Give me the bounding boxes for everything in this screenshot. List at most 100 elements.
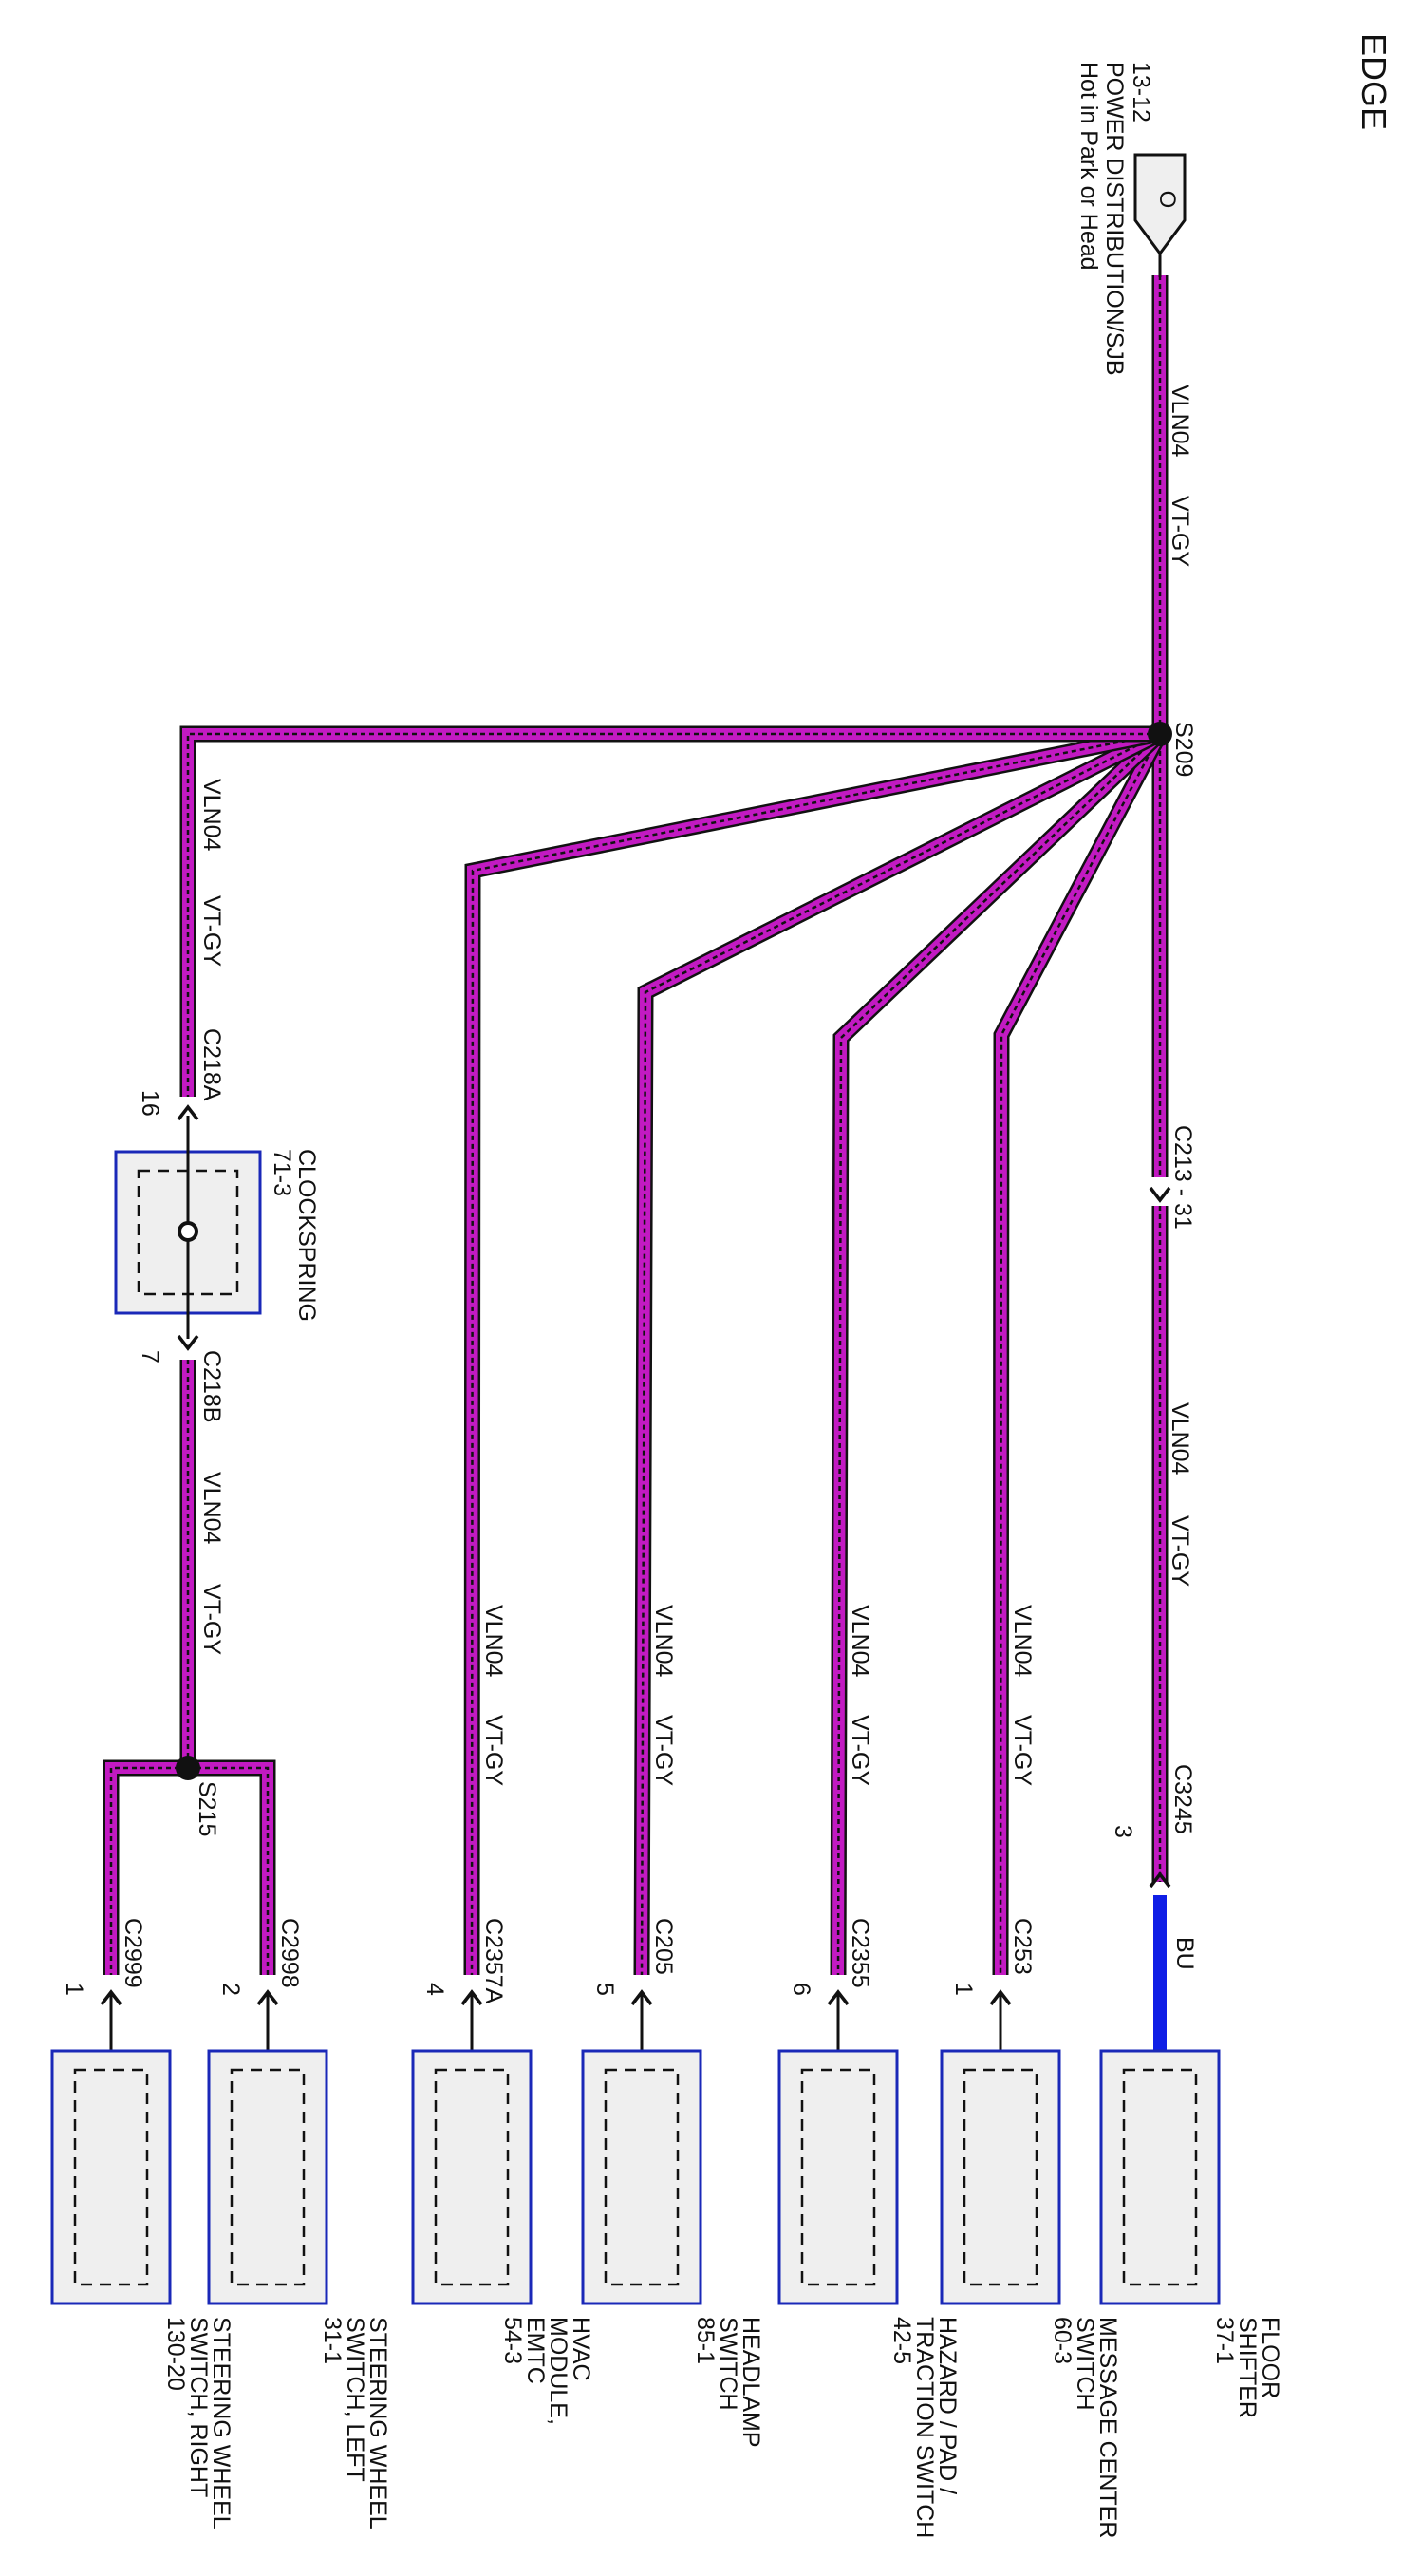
module-message-center-inner (963, 2068, 1038, 2286)
module-name-1-line-0: MESSAGE CENTER (1094, 2317, 1121, 2538)
branch-wire-headlamp-core (640, 732, 1161, 1976)
splice-s209 (1148, 722, 1172, 746)
module-hvac-inner (434, 2068, 510, 2286)
module-name-5-line-2: 31-1 (319, 2317, 346, 2364)
connector-c2357a (460, 1989, 483, 2006)
connector-c3245 (1149, 1871, 1171, 1889)
branch-2-pin: 6 (788, 1983, 814, 1996)
module-name-2-line-0: HAZARD / PAD / (934, 2317, 961, 2494)
branch-wire-steering-right-core (109, 1766, 188, 1975)
branch-wire-steering-upper-outline (179, 725, 1160, 1097)
module-steering-wheel-switch-right (50, 2049, 172, 2305)
source-ref: 13-12 (1128, 62, 1154, 122)
branch-0-connector: C3245 (1169, 1764, 1196, 1834)
module-name-6-line-0: STEERING WHEEL (208, 2317, 234, 2529)
splice-s215-label: S215 (194, 1781, 220, 1836)
steering-lower-circuit: VLN04 (198, 1472, 225, 1545)
branch-4-pin: 4 (421, 1983, 448, 1996)
branch-wire-message-center-insulation (995, 731, 1166, 1976)
branch-wire-headlamp (633, 726, 1164, 1976)
module-steering-wheel-switch-right-inner (73, 2068, 149, 2286)
inline-connector-label: C213 - 31 (1169, 1125, 1196, 1230)
branch-4-circuit: VLN04 (480, 1605, 507, 1678)
module-steering-wheel-switch-left-body (207, 2049, 328, 2305)
power-source-symbol: O (1133, 153, 1187, 256)
splice-s209-label: S209 (1170, 722, 1197, 777)
module-name-3-line-2: 85-1 (692, 2317, 719, 2364)
module-name-0-line-2: 37-1 (1211, 2317, 1238, 2364)
module-headlamp-body (581, 2049, 702, 2305)
branch-wire-headlamp-outline (633, 726, 1164, 1976)
module-hvac (411, 2049, 533, 2305)
module-name-3-line-1: SWITCH (715, 2317, 741, 2411)
steering-lower-color-code: VT-GY (198, 1584, 225, 1655)
connector-c218b (177, 1334, 199, 1351)
branch-5-pin: 2 (217, 1983, 244, 1996)
branch-6-pin: 1 (61, 1983, 87, 1996)
module-hazard-pad-inner (800, 2068, 876, 2286)
module-name-1-line-2: 60-3 (1049, 2317, 1075, 2364)
module-hvac-body (411, 2049, 533, 2305)
branch-wire-hvac-core (470, 732, 1161, 1976)
module-name-6-line-2: 130-20 (162, 2317, 189, 2391)
branch-wire-hazard-pad-core (836, 733, 1161, 1976)
blue-wire-segment (1153, 1895, 1167, 2053)
module-name-4-line-3: 54-3 (499, 2317, 526, 2364)
module-message-center-body (940, 2049, 1061, 2305)
module-message-center (940, 2049, 1061, 2305)
source-glyph: O (1154, 191, 1180, 209)
branch-wire-message-center-outline (992, 730, 1168, 1976)
branch-0-color-code: VT-GY (1167, 1515, 1193, 1587)
clockspring-in-pin: 16 (137, 1090, 163, 1117)
branch-1-circuit: VLN04 (1009, 1605, 1036, 1678)
branch-1-pin: 1 (950, 1983, 977, 1996)
page-title: EDGE (1355, 33, 1393, 130)
module-name-4-line-1: MODULE, (545, 2317, 571, 2425)
clockspring-out-pin: 7 (137, 1350, 163, 1363)
connector-c218a (177, 1104, 199, 1121)
module-name-0-line-1: SHIFTER (1234, 2317, 1261, 2418)
branch-3-connector: C205 (650, 1918, 677, 1975)
steering-upper-color-code: VT-GY (198, 895, 225, 967)
module-name-1-line-1: SWITCH (1072, 2317, 1098, 2411)
branch-wire-hvac (463, 725, 1162, 1976)
module-floor-shifter-inner (1122, 2068, 1198, 2286)
splice-s215 (176, 1756, 200, 1780)
branch-4-color-code: VT-GY (480, 1715, 507, 1786)
module-headlamp-inner (604, 2068, 680, 2286)
module-name-5-line-1: SWITCH, LEFT (342, 2317, 368, 2482)
branch-0-circuit: VLN04 (1167, 1402, 1193, 1476)
branch-wire-steering-left (188, 1759, 276, 1975)
trunk-color-code: VT-GY (1167, 496, 1193, 567)
branch-2-connector: C2355 (847, 1918, 873, 1988)
branch-wire-steering-upper-insulation (182, 728, 1160, 1097)
branch-2-color-code: VT-GY (847, 1715, 873, 1786)
branch-3-pin: 5 (591, 1983, 618, 1996)
branch-1-connector: C253 (1009, 1918, 1036, 1975)
clockspring-contact (178, 1221, 198, 1242)
branch-wire-steering-upper (179, 725, 1160, 1097)
module-floor-shifter-body (1099, 2049, 1221, 2305)
branch-1-color-code: VT-GY (1009, 1715, 1036, 1786)
connector-c2999 (100, 1989, 122, 2006)
steering-upper-circuit: VLN04 (198, 779, 225, 852)
module-name-5-line-0: STEERING WHEEL (365, 2317, 391, 2529)
inline-connector-c213 (1149, 1186, 1171, 1203)
module-name-6-line-1: SWITCH, RIGHT (185, 2317, 212, 2497)
branch-0-pin: 3 (1110, 1825, 1136, 1838)
connector-c2998 (256, 1989, 279, 2006)
branch-wire-message-center (992, 730, 1168, 1976)
module-name-3-line-0: HEADLAMP (738, 2317, 764, 2448)
branch-4-connector: C2357A (480, 1918, 507, 2004)
module-steering-wheel-switch-left-inner (230, 2068, 306, 2286)
module-name-4-line-0: HVAC (568, 2317, 594, 2381)
branch-wire-steering-upper-core (186, 732, 1160, 1097)
branch-wire-message-center-core (999, 733, 1162, 1976)
branch-3-color-code: VT-GY (650, 1715, 677, 1786)
clockspring-out-connector: C218B (198, 1350, 225, 1422)
tail-color-label: BU (1171, 1937, 1198, 1970)
branch-wire-headlamp-insulation (636, 728, 1163, 1976)
connector-c253 (989, 1989, 1012, 2006)
